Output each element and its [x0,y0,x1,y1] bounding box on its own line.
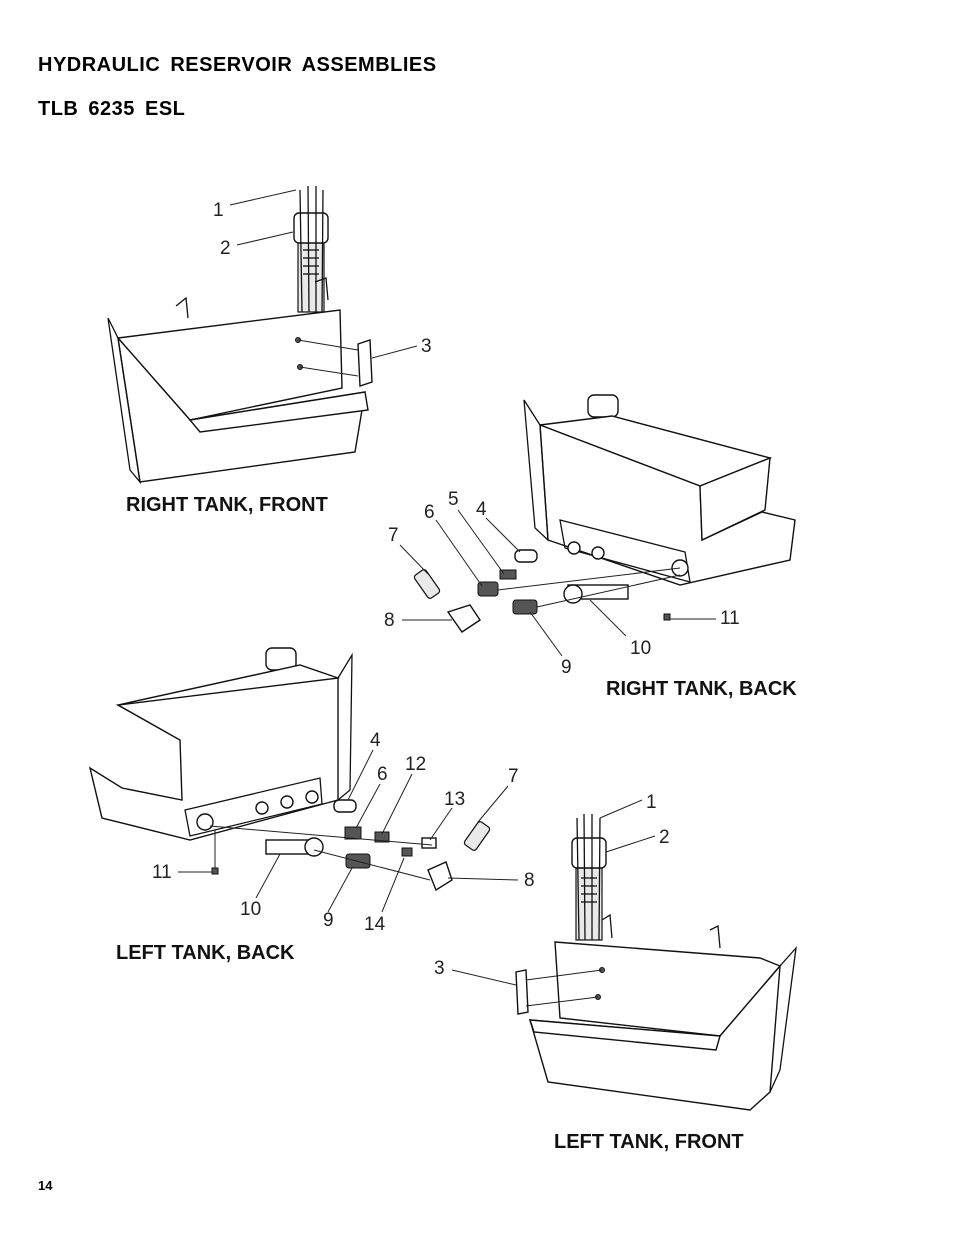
lb-callout-13: 13 [444,789,465,810]
left-tank-back-illustration [88,647,519,913]
lb-callout-10: 10 [240,899,261,920]
caption-left-tank-back: LEFT TANK, BACK [116,942,295,964]
rb-callout-10: 10 [630,638,651,659]
rb-callout-4: 4 [476,499,487,520]
lb-callout-12: 12 [405,754,426,775]
lb-callout-11: 11 [152,862,172,883]
lb-callout-4: 4 [370,730,381,751]
page-number: 14 [38,1178,53,1193]
caption-right-tank-front: RIGHT TANK, FRONT [126,494,328,516]
rb-callout-11: 11 [720,608,740,629]
lb-callout-14: 14 [364,914,386,935]
lb-callout-7: 7 [508,766,519,787]
lb-callout-8: 8 [524,870,535,891]
rb-callout-5: 5 [448,489,459,510]
rb-callout-9: 9 [561,657,572,678]
right-tank-front-illustration [107,185,418,485]
caption-left-tank-front: LEFT TANK, FRONT [554,1131,744,1153]
rf-callout-1: 1 [213,200,224,221]
rb-callout-7: 7 [388,525,399,546]
caption-right-tank-back: RIGHT TANK, BACK [606,678,797,700]
right-tank-back-illustration [399,394,796,657]
lb-callout-9: 9 [323,910,334,931]
lf-callout-2: 2 [659,827,670,848]
rf-callout-3: 3 [421,336,432,357]
model-subtitle: TLB 6235 ESL [38,98,186,120]
rb-callout-6: 6 [424,502,435,523]
page-title: HYDRAULIC RESERVOIR ASSEMBLIES [38,54,437,76]
left-tank-front-illustration [451,799,797,1111]
lb-callout-6: 6 [377,764,388,785]
rf-callout-2: 2 [220,238,231,259]
lf-callout-1: 1 [646,792,657,813]
lf-callout-3: 3 [434,958,445,979]
rb-callout-8: 8 [384,610,395,631]
